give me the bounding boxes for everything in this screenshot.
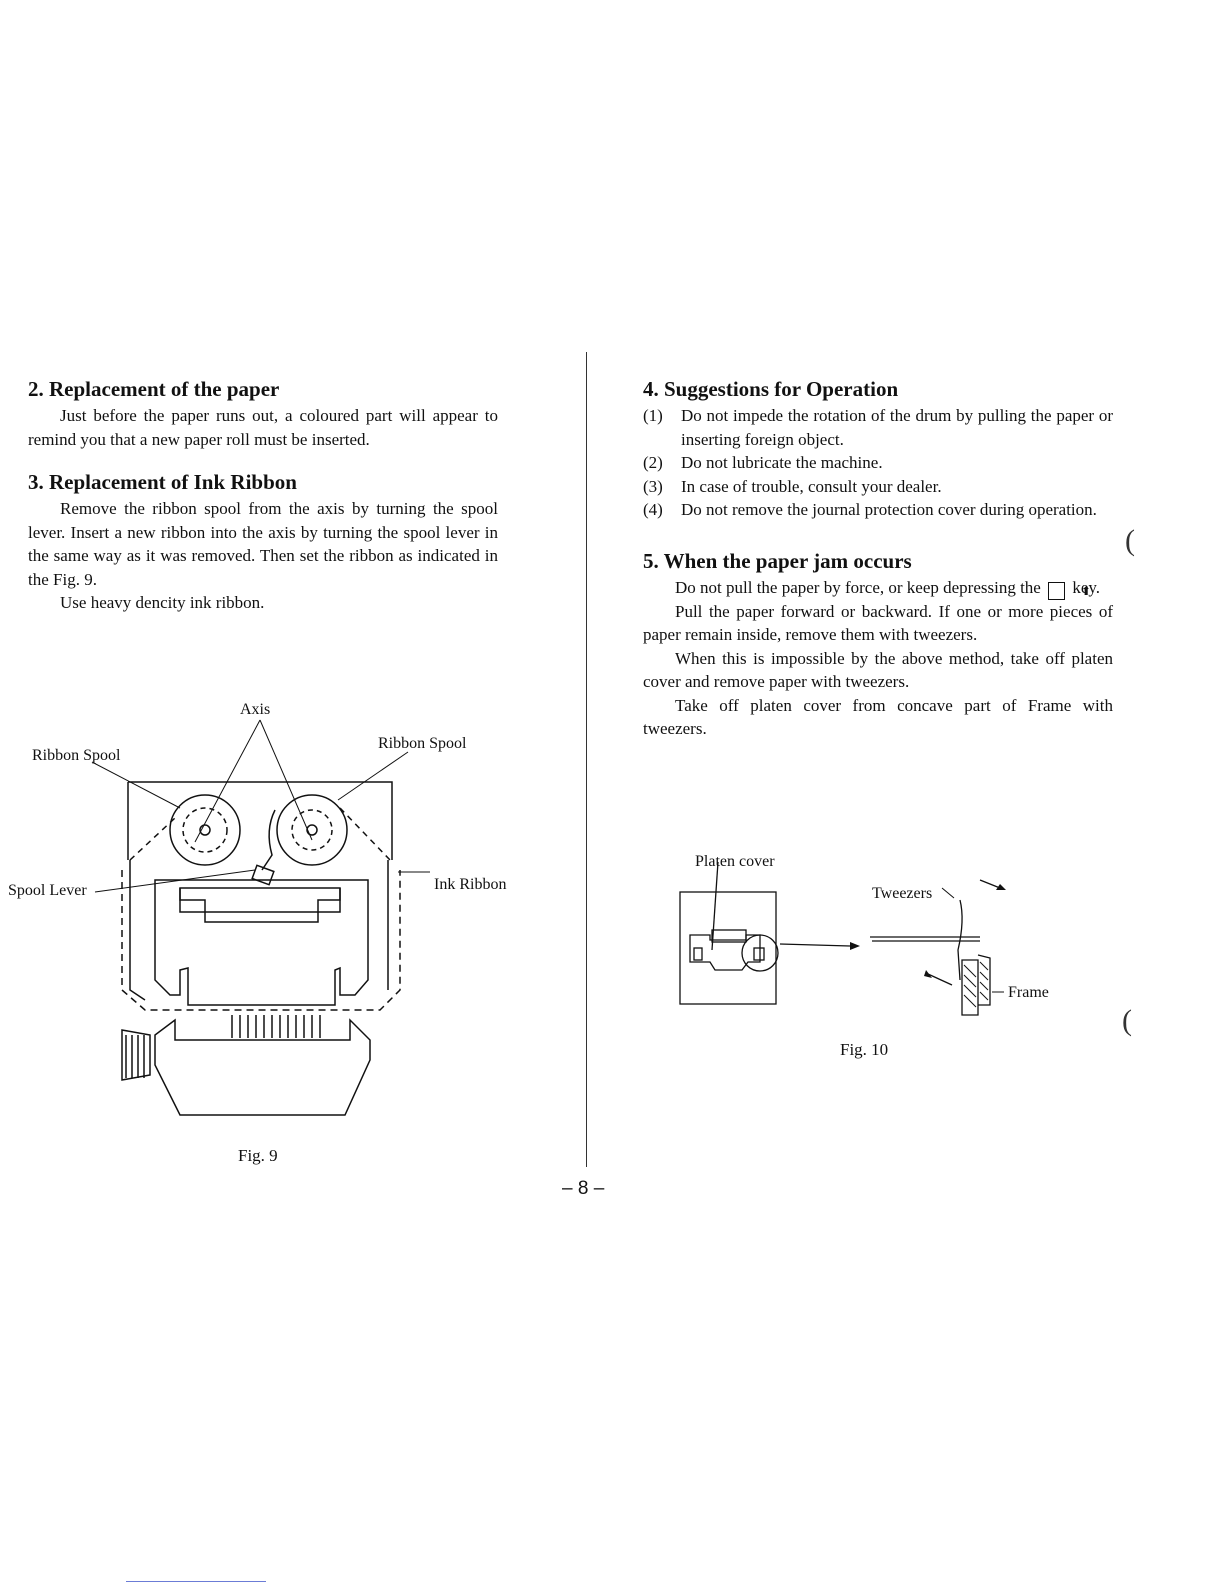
list-text: Do not lubricate the machine. [681, 453, 883, 472]
section-body: Just before the paper runs out, a colour… [28, 406, 498, 449]
label-platen-cover: Platen cover [695, 853, 775, 870]
section-heading: 2. Replacement of the paper [28, 377, 280, 401]
right-column: 4. Suggestions for Operation (1) Do not … [643, 376, 1113, 759]
section-heading: 3. Replacement of Ink Ribbon [28, 470, 297, 494]
body-text: key. [1072, 577, 1101, 597]
ribbon-mechanism-diagram: Axis Ribbon Spool Ribbon Spool Spool Lev… [8, 701, 506, 1116]
stray-mark: ( [1122, 1004, 1132, 1037]
label-frame: Frame [1008, 984, 1049, 1001]
body-text: Do not pull the paper by force, or keep … [675, 577, 1041, 597]
list-text: In case of trouble, consult your dealer. [681, 476, 942, 496]
stray-mark: ( [1125, 524, 1135, 557]
label-tweezers: Tweezers [872, 885, 932, 902]
list-item: (1) Do not impede the rotation of the dr… [643, 404, 1113, 451]
list-number: (4) [643, 500, 663, 519]
figure-caption: Fig. 10 [840, 1040, 889, 1059]
section-heading: 4. Suggestions for Operation [643, 377, 899, 401]
section-body: Do not pull the paper by force, or keep … [643, 576, 1113, 600]
up-arrow-key-icon: ⬆ [1048, 581, 1091, 600]
platen-cover-diagram: Platen cover Tweezers Frame [679, 853, 1049, 1016]
section-body: When this is impossible by the above met… [643, 648, 1113, 692]
list-item: (3) In case of trouble, consult your dea… [643, 475, 1113, 499]
section-body: Remove the ribbon spool from the axis by… [28, 499, 498, 589]
list-number: (1) [643, 406, 663, 425]
section-operation-suggestions: 4. Suggestions for Operation (1) Do not … [643, 376, 1113, 522]
page-number: – 8 – [562, 1178, 605, 1199]
label-axis: Axis [240, 701, 270, 718]
label-spool-lever: Spool Lever [8, 882, 87, 899]
list-text: Do not impede the rotation of the drum b… [681, 406, 1113, 449]
section-paper-replacement: 2. Replacement of the paper Just before … [28, 376, 498, 451]
list-text: Do not remove the journal protection cov… [681, 500, 1097, 519]
section-heading: 5. When the paper jam occurs [643, 548, 912, 573]
section-body: Take off platen cover from concave part … [643, 695, 1113, 739]
figure-10: Platen cover Tweezers Frame Fig. 10 [660, 840, 1080, 1080]
figure-caption: Fig. 9 [238, 1146, 278, 1165]
label-ribbon-spool-left: Ribbon Spool [32, 747, 121, 764]
left-column: 2. Replacement of the paper Just before … [28, 376, 498, 633]
figure-9: Axis Ribbon Spool Ribbon Spool Spool Lev… [0, 690, 540, 1190]
column-divider [586, 352, 587, 1167]
list-number: (2) [643, 453, 663, 472]
label-ink-ribbon: Ink Ribbon [434, 876, 506, 893]
section-body: Use heavy dencity ink ribbon. [60, 593, 265, 612]
list-item: (4) Do not remove the journal protection… [643, 498, 1113, 522]
list-number: (3) [643, 476, 663, 496]
section-paper-jam: 5. When the paper jam occurs Do not pull… [643, 548, 1113, 741]
section-body: Pull the paper forward or backward. If o… [643, 601, 1113, 645]
section-ink-ribbon: 3. Replacement of Ink Ribbon Remove the … [28, 469, 498, 615]
list-item: (2) Do not lubricate the machine. [643, 451, 1113, 475]
label-ribbon-spool-right: Ribbon Spool [378, 735, 467, 752]
bottom-link-underline [126, 1581, 266, 1582]
